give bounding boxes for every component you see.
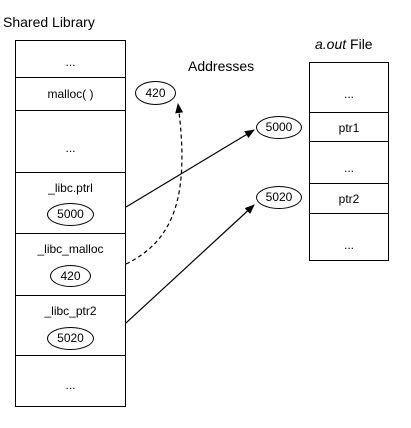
shared-library-title: Shared Library — [3, 14, 95, 30]
ptr2-label: ptr2 — [338, 192, 360, 206]
shared-library-cell-ellipsis-top: ... — [16, 41, 125, 78]
shared-library-cell-ellipsis-bottom: ... — [16, 356, 125, 407]
libc-malloc-value-oval: 420 — [50, 265, 91, 287]
aout-cell-ptr1: ptr1 — [310, 113, 388, 142]
ellipsis-label: ... — [65, 378, 76, 392]
addresses-title: Addresses — [188, 58, 255, 74]
libc-malloc-label: _libc_malloc — [37, 242, 104, 256]
aout-file-table: ... ptr1 ... ptr2 ... — [309, 62, 389, 261]
aout-cell-ellipsis-middle: ... — [310, 142, 388, 184]
shared-library-cell-libc-malloc: _libc_malloc 420 — [16, 234, 125, 296]
aout-file-word: File — [346, 36, 373, 52]
ellipsis-label: ... — [343, 161, 354, 175]
malloc-address-oval: 420 — [135, 81, 176, 105]
arrow-malloc — [125, 103, 184, 265]
ptr2-address-oval: 5020 — [256, 186, 302, 209]
libc-ptr2-label: _libc_ptr2 — [44, 304, 97, 318]
aout-cell-ellipsis-bottom: ... — [310, 214, 388, 260]
libc-ptr2-value-oval: 5020 — [47, 327, 94, 350]
ellipsis-label: ... — [65, 141, 76, 155]
arrow-ptr2 — [125, 204, 255, 324]
ellipsis-label: ... — [343, 87, 354, 101]
shared-library-table: ... malloc( ) ... _libc.ptrl 5000 _libc_… — [15, 40, 126, 407]
libc-ptr1-label: _libc.ptrl — [48, 181, 93, 195]
malloc-label: malloc( ) — [47, 87, 94, 101]
shared-library-cell-malloc: malloc( ) — [16, 78, 125, 111]
libc-ptr1-value-oval: 5000 — [47, 203, 94, 226]
ellipsis-label: ... — [343, 238, 354, 252]
ellipsis-label: ... — [65, 55, 76, 69]
shared-library-cell-libc-ptr2: _libc_ptr2 5020 — [16, 296, 125, 356]
ptr1-label: ptr1 — [338, 121, 360, 135]
aout-cell-ptr2: ptr2 — [310, 184, 388, 214]
ptr1-address-oval: 5000 — [256, 116, 302, 139]
arrow-ptr1 — [125, 129, 255, 208]
aout-cell-ellipsis-top: ... — [310, 63, 388, 113]
shared-library-cell-ellipsis-middle: ... — [16, 111, 125, 173]
aout-file-title: a.out File — [315, 36, 373, 52]
aout-filename: a.out — [315, 36, 347, 52]
shared-library-cell-libc-ptr1: _libc.ptrl 5000 — [16, 173, 125, 234]
